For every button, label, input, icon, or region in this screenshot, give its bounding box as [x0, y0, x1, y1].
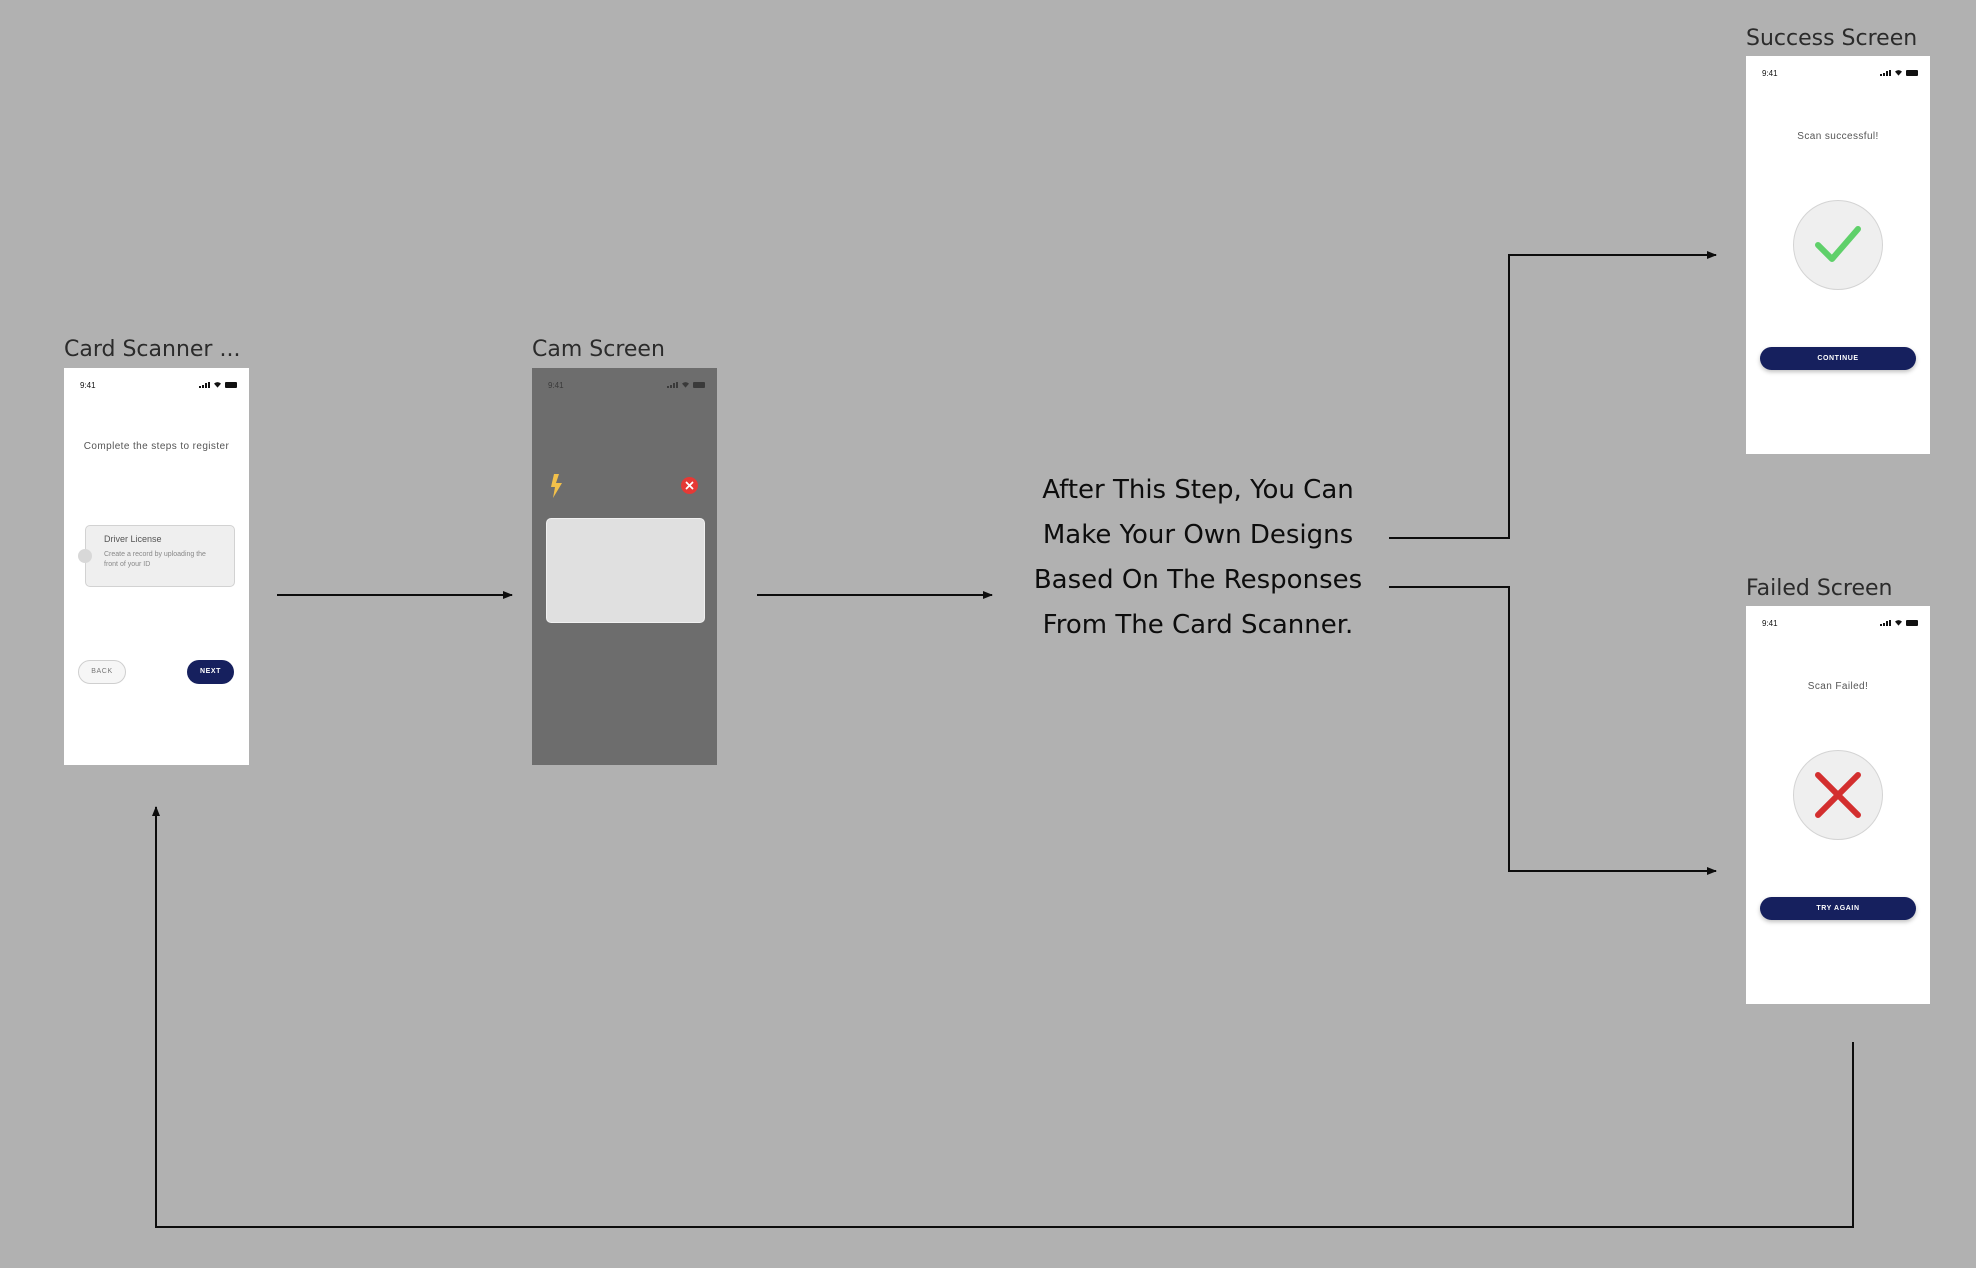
- success-circle: [1793, 200, 1883, 290]
- card-scanner-screen: 9:41 Complete the steps to register Driv…: [64, 368, 249, 765]
- signal-icon: [1880, 70, 1891, 76]
- card-scan-area: [546, 518, 705, 623]
- battery-icon: [225, 382, 237, 388]
- arrow-note-to-success: [1389, 251, 1717, 539]
- wifi-icon: [682, 382, 689, 388]
- continue-button[interactable]: CONTINUE: [1760, 347, 1916, 370]
- battery-icon: [1906, 620, 1918, 626]
- failed-message: Scan Failed!: [1807, 681, 1869, 692]
- flow-note-line: After This Step, You Can: [1042, 475, 1354, 505]
- battery-icon: [1906, 70, 1918, 76]
- checkmark-icon: [1815, 226, 1861, 262]
- option-description: Create a record by uploading the front o…: [104, 551, 206, 568]
- option-title: Driver License: [104, 534, 162, 544]
- flow-note: After This Step, You Can Make Your Own D…: [1032, 468, 1364, 648]
- status-time: 9:41: [548, 381, 564, 390]
- signal-icon: [199, 382, 210, 388]
- status-bar: 9:41: [532, 368, 717, 402]
- close-icon[interactable]: [681, 477, 698, 494]
- back-button[interactable]: BACK: [78, 660, 126, 684]
- frame-title-card-scanner: Card Scanner ...: [64, 337, 241, 362]
- failed-screen: 9:41 Scan Failed! TRY AGAIN: [1746, 606, 1930, 1004]
- wifi-icon: [1895, 70, 1902, 76]
- flow-note-line: Make Your Own Designs: [1042, 520, 1354, 550]
- flash-icon[interactable]: [550, 473, 564, 499]
- frame-title-success: Success Screen: [1746, 26, 1918, 51]
- wifi-icon: [214, 382, 221, 388]
- signal-icon: [667, 382, 678, 388]
- failed-circle: [1793, 750, 1883, 840]
- status-icons: [1880, 619, 1918, 626]
- status-icons: [199, 381, 237, 388]
- next-button[interactable]: NEXT: [187, 660, 234, 684]
- cross-icon: [1815, 772, 1861, 818]
- status-icons: [1880, 69, 1918, 76]
- flow-note-line: Based On The Responses: [1033, 565, 1363, 595]
- status-icons: [667, 381, 705, 388]
- frame-title-failed: Failed Screen: [1746, 576, 1893, 601]
- battery-icon: [693, 382, 705, 388]
- frame-title-cam: Cam Screen: [532, 337, 665, 362]
- wifi-icon: [1895, 620, 1902, 626]
- status-time: 9:41: [1762, 619, 1778, 628]
- status-time: 9:41: [1762, 69, 1778, 78]
- signal-icon: [1880, 620, 1891, 626]
- status-time: 9:41: [80, 381, 96, 390]
- arrow-note-to-failed: [1389, 586, 1717, 875]
- success-screen: 9:41 Scan successful! CONTINUE: [1746, 56, 1930, 454]
- arrow-failed-to-scanner: [152, 806, 1854, 1228]
- flow-note-line: From The Card Scanner.: [1042, 610, 1354, 640]
- status-bar: 9:41: [1746, 606, 1930, 640]
- cam-screen: 9:41: [532, 368, 717, 765]
- register-heading: Complete the steps to register: [83, 441, 230, 452]
- status-bar: 9:41: [1746, 56, 1930, 90]
- option-radio[interactable]: [78, 549, 92, 563]
- status-bar: 9:41: [64, 368, 249, 402]
- success-message: Scan successful!: [1797, 131, 1879, 142]
- try-again-button[interactable]: TRY AGAIN: [1760, 897, 1916, 920]
